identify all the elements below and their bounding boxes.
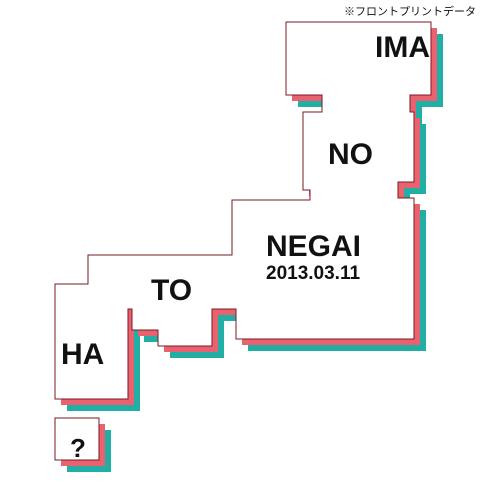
word-to: TO bbox=[151, 274, 193, 307]
word-negai: NEGAI bbox=[266, 230, 362, 263]
honshu-shape bbox=[54, 21, 432, 400]
question-mark: ? bbox=[70, 433, 86, 463]
date-label: 2013.03.11 bbox=[266, 263, 361, 284]
white-front-layer bbox=[54, 21, 432, 461]
kyushu-shape bbox=[54, 417, 100, 461]
word-ima: IMA bbox=[375, 31, 430, 64]
front-print-note: ※フロントプリントデータ bbox=[344, 6, 476, 18]
word-no: NO bbox=[328, 138, 373, 171]
word-ha: HA bbox=[61, 338, 105, 371]
